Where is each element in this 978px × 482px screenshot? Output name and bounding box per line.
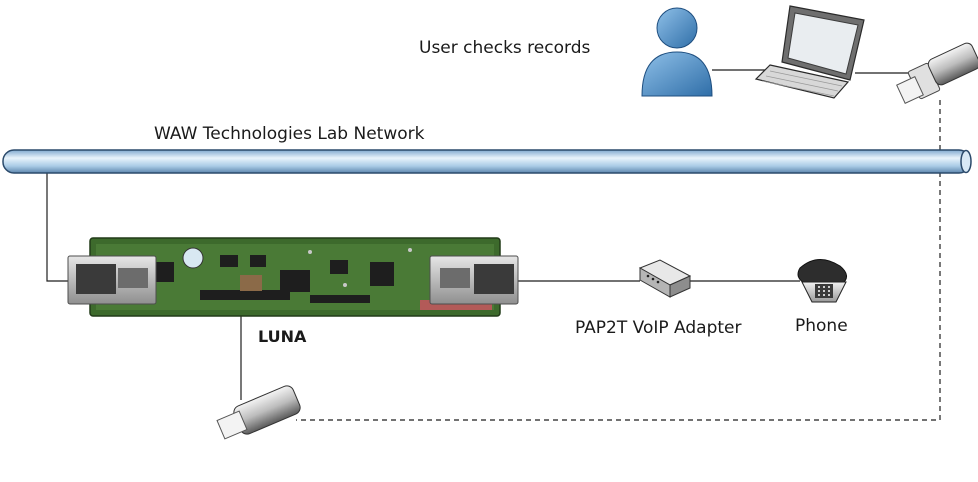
laptop-icon bbox=[754, 5, 865, 99]
usb-drive-bottom-icon bbox=[216, 385, 301, 440]
usb-drive-top-icon bbox=[896, 42, 978, 104]
user-icon bbox=[641, 7, 713, 97]
user-checks-records-label: User checks records bbox=[419, 38, 591, 58]
ethernet-port-left bbox=[67, 255, 157, 305]
ethernet-port-right bbox=[429, 255, 519, 305]
network-label: WAW Technologies Lab Network bbox=[154, 124, 425, 144]
connector-lines bbox=[46, 69, 941, 421]
phone-label: Phone bbox=[795, 316, 848, 336]
luna-label: LUNA bbox=[258, 327, 307, 346]
usb-transfer-dashed-line bbox=[296, 100, 941, 421]
network-pipe bbox=[2, 149, 972, 174]
network-to-luna-line bbox=[46, 170, 70, 282]
voip-adapter-icon bbox=[638, 259, 692, 298]
telephone-icon bbox=[797, 259, 847, 303]
luna-board-icon bbox=[67, 237, 519, 317]
adapter-label: PAP2T VoIP Adapter bbox=[575, 318, 742, 338]
